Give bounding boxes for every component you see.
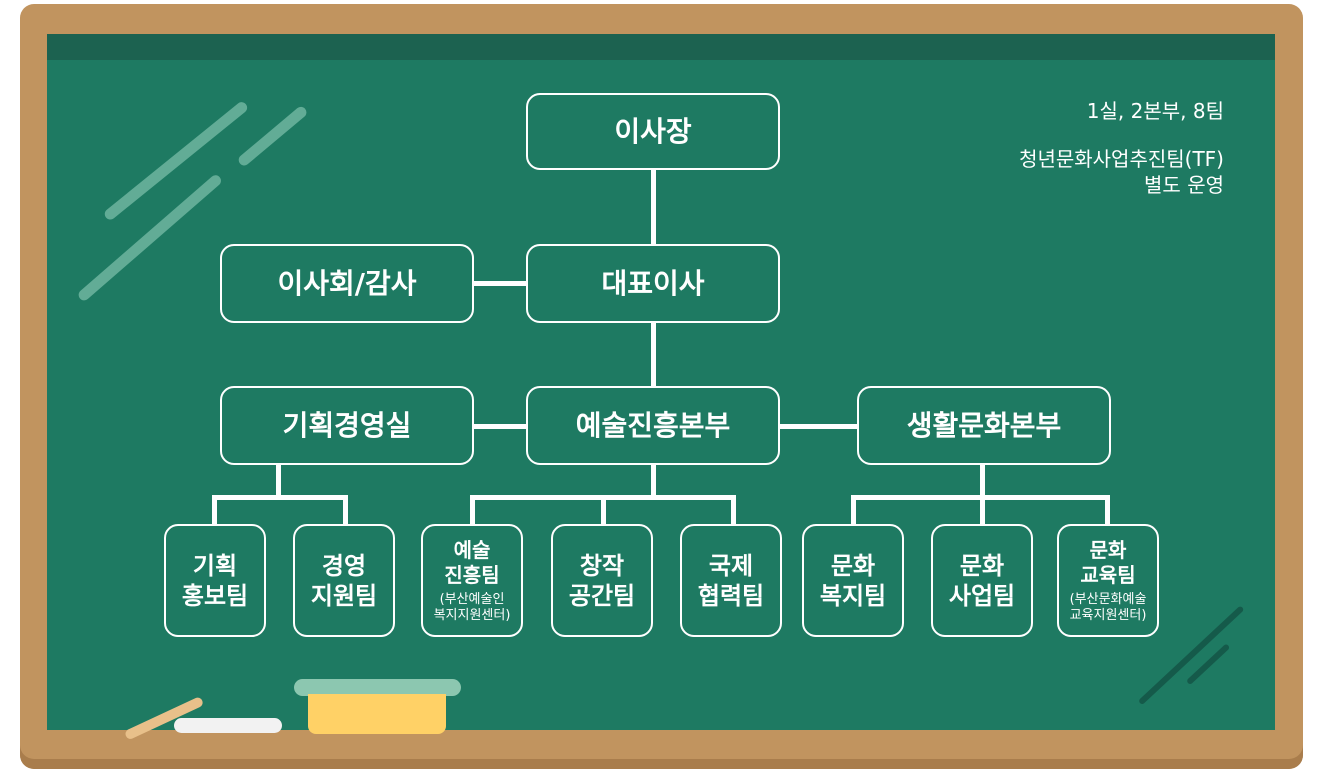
tf-note-line2: 별도 운영 [1144,173,1224,197]
team-education-note: (부산문화예술 교육지원센터) [1070,592,1147,623]
team-intl-box: 국제 협력팀 [680,524,782,637]
connector-line [980,495,985,525]
tf-note: 청년문화사업추진팀(TF) 별도 운영 [1019,146,1224,198]
team-education-box: 문화 교육팀 (부산문화예술 교육지원센터) [1057,524,1159,637]
team-business-line2: 사업팀 [948,581,1016,610]
connector-line [343,495,348,525]
team-arts-promo-line1: 예술 [453,537,491,562]
org-summary: 1실, 2본부, 8팀 [1087,98,1224,124]
chalkboard-shade [47,34,1275,60]
team-creative-line1: 창작 [579,551,625,580]
team-education-line2: 교육팀 [1080,562,1136,587]
connector-line [1105,495,1110,525]
team-creative-box: 창작 공간팀 [551,524,653,637]
connector-line [601,495,606,525]
connector-line [276,464,281,497]
team-pr-line2: 홍보팀 [181,581,249,610]
team-arts-promo-note: (부산예술인 복지지원센터) [434,592,511,623]
tf-note-line1: 청년문화사업추진팀(TF) [1019,147,1224,171]
chairman-box: 이사장 [526,93,780,170]
team-business-line1: 문화 [959,551,1005,580]
life-culture-division-label: 생활문화본부 [906,409,1062,442]
team-pr-box: 기획 홍보팀 [164,524,266,637]
org-summary-text: 1실, 2본부, 8팀 [1086,99,1224,123]
connector-line [212,495,217,525]
connector-line [651,464,656,497]
arts-division-box: 예술진흥본부 [526,386,780,465]
connector-line [473,281,526,286]
team-arts-promo-line2: 진흥팀 [444,562,500,587]
team-management-box: 경영 지원팀 [293,524,395,637]
ceo-box: 대표이사 [526,244,780,323]
life-culture-division-box: 생활문화본부 [857,386,1111,465]
team-welfare-line1: 문화 [830,551,876,580]
connector-line [473,424,526,429]
connector-line [212,495,348,500]
team-intl-line1: 국제 [708,551,754,580]
planning-office-box: 기획경영실 [220,386,474,465]
connector-line [651,170,656,246]
ceo-label: 대표이사 [601,267,705,300]
team-management-line1: 경영 [321,551,367,580]
team-pr-line1: 기획 [192,551,238,580]
team-welfare-line2: 복지팀 [819,581,887,610]
chairman-label: 이사장 [614,115,692,148]
eraser [308,694,446,734]
board-audit-label: 이사회/감사 [277,267,417,300]
connector-line [780,424,858,429]
arts-division-label: 예술진흥본부 [575,409,731,442]
connector-line [851,495,856,525]
team-creative-line2: 공간팀 [568,581,636,610]
team-welfare-box: 문화 복지팀 [802,524,904,637]
team-education-note-line1: (부산문화예술 [1069,591,1147,607]
eraser-top [294,679,461,696]
team-arts-promo-note-line2: 복지지원센터) [433,607,511,623]
connector-line [980,464,985,497]
connector-line [470,495,475,525]
planning-office-label: 기획경영실 [282,409,412,442]
team-management-line2: 지원팀 [310,581,378,610]
team-business-box: 문화 사업팀 [931,524,1033,637]
team-education-line1: 문화 [1089,537,1127,562]
team-education-note-line2: 교육지원센터) [1069,607,1147,623]
team-arts-promo-box: 예술 진흥팀 (부산예술인 복지지원센터) [421,524,523,637]
chalk-white [174,718,282,733]
connector-line [651,323,656,387]
team-intl-line2: 협력팀 [697,581,765,610]
team-arts-promo-note-line1: (부산예술인 [439,591,505,607]
connector-line [731,495,736,525]
board-audit-box: 이사회/감사 [220,244,474,323]
